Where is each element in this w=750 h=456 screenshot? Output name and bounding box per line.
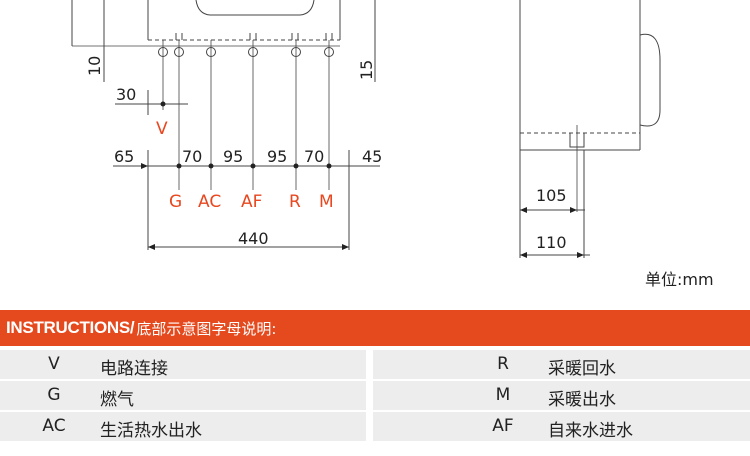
table-cell: M 采暖出水 <box>373 381 750 410</box>
table-row: G 燃气 M 采暖出水 <box>0 381 750 410</box>
legend-code: M <box>495 385 511 405</box>
dim-45: 45 <box>362 147 382 166</box>
legend-description: 采暖出水 <box>548 390 616 410</box>
legend-description: 采暖回水 <box>548 359 616 379</box>
installation-dimension-diagram: 10 15 30 65 70 95 95 70 45 440 V G AC AF… <box>71 0 661 258</box>
instructions-header: INSTRUCTIONS/ 底部示意图字母说明: <box>0 310 750 346</box>
table-cell: AC 生活热水出水 <box>0 412 366 441</box>
legend-code: AC <box>42 416 66 436</box>
dim-70-b: 70 <box>304 147 324 166</box>
table-row: AC 生活热水出水 AF 自来水进水 <box>0 412 750 441</box>
legend-description: 自来水进水 <box>548 421 633 441</box>
dim-440: 440 <box>238 229 269 248</box>
instructions-title: INSTRUCTIONS/ <box>6 318 135 337</box>
dim-105: 105 <box>536 186 567 205</box>
dim-30: 30 <box>116 85 136 104</box>
table-row: V 电路连接 R 采暖回水 <box>0 350 750 379</box>
legend-description: 燃气 <box>100 390 134 410</box>
table-cell: AF 自来水进水 <box>373 412 750 441</box>
instructions-table: V 电路连接 R 采暖回水 G 燃气 M 采暖出水 AC 生活热水出水 AF 自… <box>0 350 750 443</box>
instructions-subtitle: 底部示意图字母说明: <box>136 319 277 338</box>
dim-10: 10 <box>85 56 104 76</box>
side-view <box>519 0 661 258</box>
label-v: V <box>156 119 168 139</box>
dim-15: 15 <box>357 60 376 80</box>
table-cell: R 采暖回水 <box>373 350 750 379</box>
unit-label: 单位:mm <box>645 270 714 289</box>
dim-95-a: 95 <box>223 147 243 166</box>
connection-center-lines <box>162 40 330 190</box>
label-g: G <box>169 192 182 212</box>
legend-code: AF <box>492 416 514 436</box>
label-af: AF <box>241 192 262 212</box>
dim-70-a: 70 <box>182 147 202 166</box>
label-m: M <box>319 192 334 212</box>
label-ac: AC <box>198 192 221 212</box>
dim-95-b: 95 <box>267 147 287 166</box>
dimension-dots <box>141 101 349 250</box>
pipe-stubs <box>175 33 333 40</box>
legend-code: R <box>497 354 509 374</box>
dim-110: 110 <box>536 233 567 252</box>
boiler-display-panel <box>195 0 315 16</box>
dim-65: 65 <box>114 147 134 166</box>
legend-code: V <box>48 354 60 374</box>
legend-code: G <box>47 385 61 405</box>
connection-points <box>158 47 334 57</box>
legend-description: 电路连接 <box>100 359 168 379</box>
table-cell: V 电路连接 <box>0 350 366 379</box>
legend-description: 生活热水出水 <box>100 421 202 441</box>
label-r: R <box>289 192 301 212</box>
table-cell: G 燃气 <box>0 381 366 410</box>
